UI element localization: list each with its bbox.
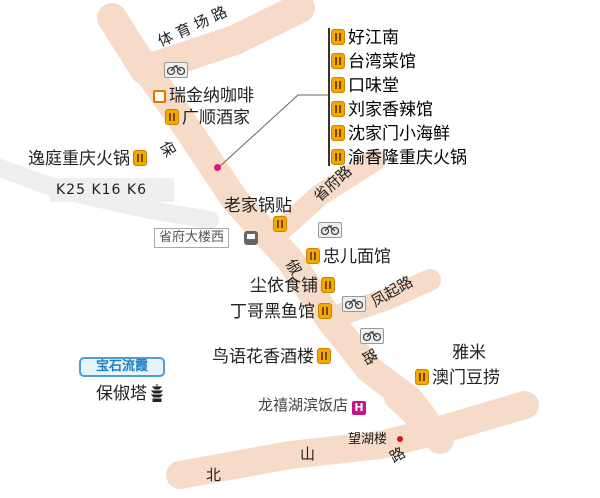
list-item-label: 沈家门小海鲜 (348, 124, 450, 144)
place-label: 忠儿面馆 (323, 247, 391, 267)
place-label: 保俶塔 (96, 384, 147, 404)
place-zhonger[interactable]: 忠儿面馆 (303, 247, 391, 267)
place-label: 老家锅贴 (224, 196, 292, 216)
list-item-label: 台湾菜馆 (348, 52, 416, 72)
restaurant-icon (415, 369, 429, 385)
bus-icon (244, 231, 258, 245)
bike-rental-icon[interactable] (360, 328, 384, 344)
place-label: 逸庭重庆火锅 (28, 149, 130, 169)
road-connector (384, 387, 451, 451)
restaurant-icon (273, 216, 287, 232)
bus-stop-name: 省府大楼西 (159, 230, 225, 245)
restaurant-icon (133, 150, 147, 166)
place-yiting[interactable]: 逸庭重庆火锅 (28, 149, 150, 169)
list-item[interactable]: 沈家门小海鲜 (328, 122, 467, 146)
road-beishan (166, 391, 539, 489)
place-label: 瑞金纳咖啡 (169, 86, 254, 106)
location-marker-dot (214, 164, 221, 171)
place-niaoyu[interactable]: 鸟语花香酒楼 (212, 347, 334, 367)
road-fengqi (319, 269, 441, 329)
place-label: 广顺酒家 (182, 108, 250, 128)
place-ruijinna[interactable]: 瑞金纳咖啡 (150, 86, 254, 106)
place-label: 鸟语花香酒楼 (212, 347, 314, 367)
road-label-beishan-2: 山 (300, 445, 316, 463)
scenic-logo-text: 宝石流霞 (95, 359, 148, 374)
bike-rental-icon[interactable] (164, 62, 188, 78)
place-label: 澳门豆捞 (432, 368, 500, 388)
road-label-beishan-1: 北 (206, 466, 222, 484)
place-wanghu[interactable]: 望湖楼 (348, 430, 387, 450)
bus-stop-label[interactable]: 省府大楼西 (154, 228, 230, 248)
bike-rental-icon[interactable] (318, 222, 342, 238)
bus-lines-label: K25 K16 K6 (50, 178, 174, 202)
place-laojia[interactable]: 老家锅贴 (224, 196, 292, 216)
restaurant-icon (317, 348, 331, 364)
list-item[interactable]: 刘家香辣馆 (328, 98, 467, 122)
cafe-icon (153, 90, 166, 103)
place-label: 龙禧湖滨饭店 (258, 396, 349, 414)
restaurant-icon (331, 101, 345, 117)
list-item[interactable]: 台湾菜馆 (328, 50, 467, 74)
callout-leader (217, 94, 328, 169)
restaurant-icon (331, 125, 345, 141)
place-label: 丁哥黑鱼馆 (230, 302, 315, 322)
list-item[interactable]: 口味堂 (328, 74, 467, 98)
list-item[interactable]: 好江南 (328, 26, 467, 50)
place-yami[interactable]: 雅米 (452, 343, 486, 363)
restaurant-icon (331, 149, 345, 165)
callout-bar (328, 28, 330, 166)
restaurant-icon (331, 77, 345, 93)
place-guangshun[interactable]: 广顺酒家 (162, 108, 250, 128)
restaurant-icon (318, 303, 332, 319)
restaurant-icon (165, 109, 179, 125)
place-label: 尘依食铺 (250, 276, 318, 296)
place-baochuta[interactable]: 保俶塔 (96, 384, 164, 404)
list-item-label: 口味堂 (348, 76, 399, 96)
scenic-logo: 宝石流霞 (79, 357, 165, 377)
list-item-label: 好江南 (348, 28, 399, 48)
pagoda-icon (150, 384, 164, 402)
list-item-label: 刘家香辣馆 (348, 100, 433, 120)
list-item-label: 渝香隆重庆火锅 (348, 148, 467, 168)
landmark-dot (397, 436, 403, 442)
restaurant-callout-list: 好江南 台湾菜馆 口味堂 刘家香辣馆 沈家门小海鲜 渝香隆重庆火锅 (328, 26, 467, 170)
place-dingge[interactable]: 丁哥黑鱼馆 (230, 302, 335, 322)
place-label: 望湖楼 (348, 432, 388, 447)
bike-rental-icon[interactable] (342, 296, 366, 312)
restaurant-icon (321, 277, 335, 293)
hotel-icon: H (352, 401, 367, 415)
place-label: 雅米 (452, 343, 486, 363)
place-aomen[interactable]: 澳门豆捞 (412, 368, 500, 388)
place-chenyi[interactable]: 尘依食铺 (250, 276, 338, 296)
restaurant-icon (331, 53, 345, 69)
restaurant-icon (306, 248, 320, 264)
restaurant-icon (331, 29, 345, 45)
list-item[interactable]: 渝香隆重庆火锅 (328, 146, 467, 170)
